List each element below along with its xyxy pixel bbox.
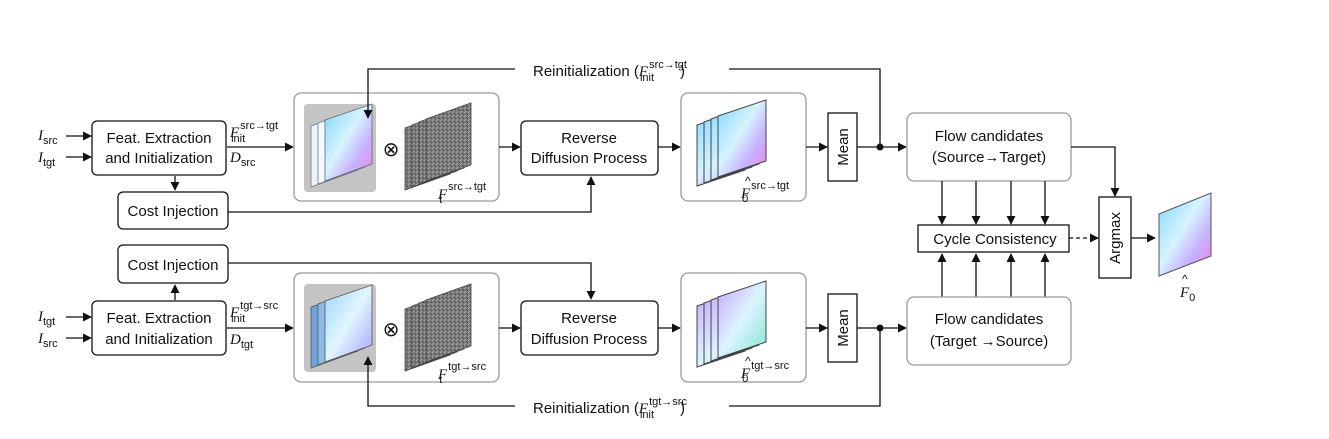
output-layer-4-top (717, 99, 767, 178)
input-i-tgt-top: Itgt (37, 150, 55, 169)
cost-injection-label-top: Cost Injection (128, 203, 219, 220)
cost-injection-box-top (117, 191, 229, 230)
input-i-src-top: Isrc (37, 128, 58, 147)
reinit-line-left-bottom (363, 356, 515, 407)
flow-candidates-label-bottom-1: Flow candidates (935, 311, 1043, 328)
flow-layer-front-bottom (324, 284, 373, 363)
reverse-diffusion-label-bottom-1: Reverse (561, 310, 617, 327)
reverse-diffusion-label-top-1: Reverse (561, 130, 617, 147)
final-output-label: F0 (1179, 285, 1195, 304)
flow-candidates-label-top-2: (Source→Target) (932, 149, 1046, 166)
otimes-symbol-top: ⊗ (383, 139, 400, 161)
mean-label-bottom: Mean (835, 309, 852, 347)
hat-mark-bottom: ^ (745, 354, 751, 368)
reverse-diffusion-box-top (520, 120, 659, 176)
noise-layer-4-top (425, 102, 472, 182)
feat-extraction-label-top-2: and Initialization (105, 150, 213, 167)
input-i-src-bottom: Isrc (37, 331, 58, 350)
otimes-symbol-bottom: ⊗ (383, 319, 400, 341)
mean-label-top: Mean (835, 128, 852, 166)
d-src-label: Dsrc (229, 150, 256, 169)
flow-candidates-label-bottom-2: (Target →Source) (930, 333, 1048, 350)
feat-extraction-box-bottom (91, 300, 227, 356)
reverse-diffusion-label-bottom-2: Diffusion Process (531, 331, 647, 348)
flow-candidates-label-top-1: Flow candidates (935, 128, 1043, 145)
reinit-line-right-bottom (729, 328, 881, 407)
final-flow-output (1158, 192, 1212, 277)
d-tgt-label: Dtgt (229, 332, 253, 351)
arrow-candidates-to-argmax-top (1071, 146, 1120, 197)
hat-mark-top: ^ (745, 174, 751, 188)
feat-extraction-label-top-1: Feat. Extraction (106, 130, 211, 147)
cost-injection-box-bottom (117, 244, 229, 284)
flow-candidates-box-bottom (906, 296, 1072, 366)
reverse-diffusion-label-top-2: Diffusion Process (531, 150, 647, 167)
final-hat-mark: ^ (1182, 272, 1188, 286)
mean-box-top (827, 112, 858, 182)
cycle-consistency-label: Cycle Consistency (933, 231, 1057, 248)
mean-box-bottom (827, 293, 858, 363)
feat-extraction-box-top (91, 120, 227, 176)
reinit-line-right-top (729, 68, 881, 147)
cost-injection-label-bottom: Cost Injection (128, 257, 219, 274)
flow-layer-front-top (324, 103, 373, 182)
output-layer-4-bottom (717, 280, 767, 359)
feat-extraction-label-bottom-1: Feat. Extraction (106, 310, 211, 327)
cycle-consistency-box (917, 224, 1070, 253)
arrow-cost-to-diffusion-bottom (228, 262, 596, 300)
argmax-label: Argmax (1107, 212, 1124, 264)
input-i-tgt-bottom: Itgt (37, 309, 55, 328)
reinit-line-left-top (363, 68, 515, 119)
feat-extraction-label-bottom-2: and Initialization (105, 331, 213, 348)
flow-candidates-box-top (906, 112, 1072, 182)
arrow-cost-to-diffusion-top (228, 176, 596, 213)
noise-layer-4-bottom (425, 283, 472, 363)
